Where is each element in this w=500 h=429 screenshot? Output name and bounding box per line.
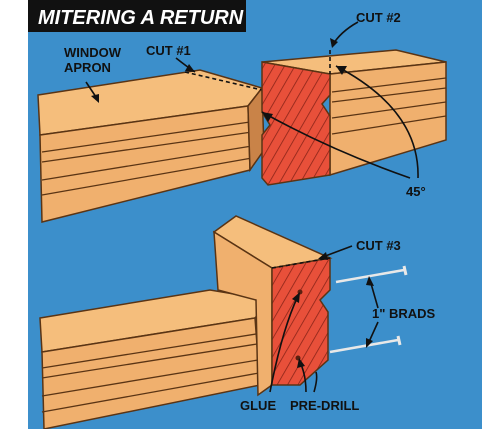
predrill-leader	[297, 358, 318, 393]
cut1-leader	[175, 57, 196, 73]
window-apron-label-line1: WINDOW	[64, 45, 122, 60]
angle-label: 45°	[406, 184, 426, 199]
cut2-label: CUT #2	[356, 10, 401, 25]
cut3-label: CUT #3	[356, 238, 401, 253]
glue-label: GLUE	[240, 398, 276, 413]
return-piece-bottom	[212, 215, 333, 397]
brad-nail-lower	[329, 335, 402, 354]
cut3-leader	[318, 245, 353, 260]
brad-nail-upper	[335, 265, 408, 284]
brads-leader	[366, 276, 379, 348]
cut1-dashed-line	[184, 71, 263, 91]
angle-arrows	[261, 65, 419, 179]
page-title: MITERING A RETURN	[38, 7, 244, 29]
predrill-label: PRE-DRILL	[290, 398, 359, 413]
end-grain-bottom	[271, 257, 331, 386]
return-piece-top	[261, 49, 447, 186]
cut1-label: CUT #1	[146, 43, 191, 58]
title-bar: MITERING A RETURN	[28, 0, 246, 32]
glue-leader	[269, 292, 300, 393]
end-grain-top	[261, 61, 331, 186]
window-apron-piece	[37, 69, 265, 223]
apron-leader	[85, 81, 99, 103]
cut2-leader	[330, 21, 359, 48]
cut3-dashed-line	[271, 257, 331, 269]
window-apron-label-line2: APRON	[64, 60, 111, 75]
brads-label: 1" BRADS	[372, 306, 436, 321]
